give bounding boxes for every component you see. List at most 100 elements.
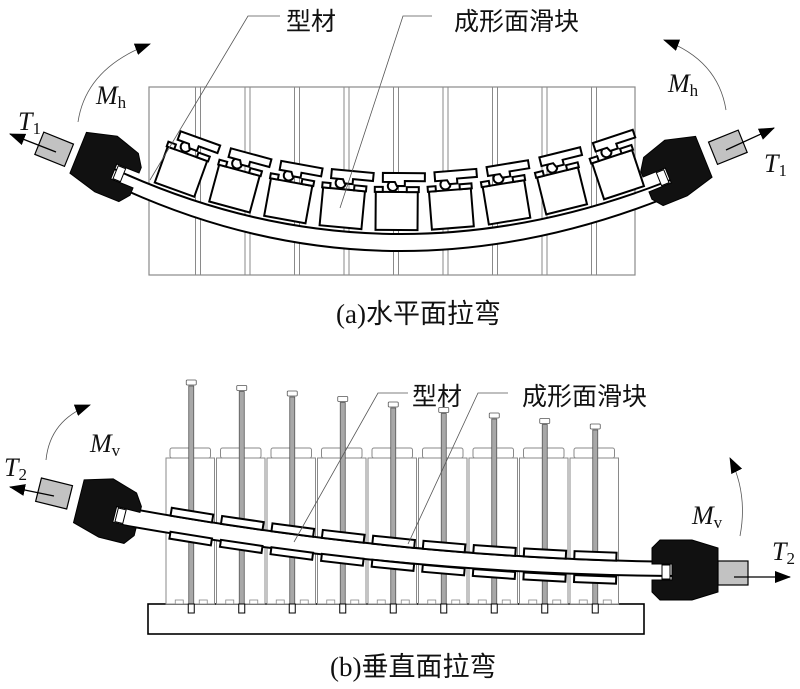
panel-b-left-tension-arrow bbox=[9, 484, 55, 497]
slider-block bbox=[373, 171, 426, 232]
slider-rail-right bbox=[300, 177, 316, 188]
slider-rail-left bbox=[268, 172, 280, 181]
slider-block bbox=[153, 129, 222, 199]
rod-nut bbox=[236, 385, 248, 391]
panel-a-left-moment-arrow bbox=[77, 43, 151, 123]
slider-pad-upper bbox=[522, 547, 568, 560]
pad-upper-body bbox=[320, 528, 366, 544]
bolt-head bbox=[198, 599, 208, 605]
bolt-head bbox=[249, 599, 259, 605]
panel-a-profile-label: 型材 bbox=[286, 7, 336, 36]
slider-pad-upper bbox=[219, 514, 265, 532]
panel-b-left-clamp bbox=[72, 478, 142, 544]
panel-a-sliders bbox=[153, 128, 646, 232]
rod-nut bbox=[387, 401, 399, 408]
pad-lower-body bbox=[370, 558, 416, 572]
rod-nut bbox=[185, 379, 197, 386]
slider-cap bbox=[433, 167, 479, 186]
slider-cap bbox=[485, 159, 531, 179]
slider-block bbox=[479, 159, 532, 226]
panel-a-tension-right-label: T1 bbox=[764, 149, 787, 180]
slider-cap bbox=[381, 171, 426, 188]
slider-cap bbox=[227, 147, 273, 169]
rod-foot bbox=[440, 603, 448, 614]
slider-rail-left bbox=[533, 169, 546, 179]
bolt-head bbox=[528, 599, 538, 605]
slider-pad-upper bbox=[573, 550, 618, 562]
slider-cap bbox=[176, 129, 222, 155]
bolt-head bbox=[376, 599, 386, 605]
pressure-rod bbox=[188, 385, 195, 605]
panel-b-moment-left-label: Mv bbox=[89, 429, 121, 460]
bolt-head bbox=[299, 599, 309, 605]
pad-upper-body bbox=[169, 506, 215, 524]
slider-pad-upper bbox=[371, 534, 417, 550]
panel-b-right-moment-arrow bbox=[729, 457, 743, 537]
panel-b: Mv Mv T2 T2 型材 成形面滑块 (b)垂直面拉弯 bbox=[4, 379, 795, 682]
slider-cap bbox=[591, 128, 637, 153]
rod-nut bbox=[488, 412, 500, 419]
pressure-rod bbox=[440, 413, 447, 605]
pressure-rod bbox=[289, 396, 296, 605]
panel-b-moment-right-label: Mv bbox=[691, 501, 723, 532]
panel-b-left-grip bbox=[34, 477, 74, 510]
rod-foot bbox=[591, 603, 599, 614]
bolt-head bbox=[427, 599, 437, 605]
panel-a: Mh Mh T1 T1 型材 成形面滑块 (a)水平面拉弯 bbox=[9, 7, 787, 329]
bolt-head bbox=[326, 599, 336, 605]
slider-cap bbox=[538, 146, 584, 168]
panel-b-columns bbox=[165, 379, 619, 614]
panel-a-left-grip bbox=[34, 131, 75, 168]
panel-a-caption: (a)水平面拉弯 bbox=[336, 299, 501, 329]
rod-foot bbox=[288, 603, 296, 614]
rod-foot bbox=[389, 603, 397, 614]
panel-a-right-grip bbox=[707, 129, 748, 166]
panel-b-right-clamp bbox=[651, 539, 719, 601]
slider-rail-left bbox=[373, 185, 384, 193]
panel-a-right-tension-arrow bbox=[725, 127, 775, 151]
slider-body bbox=[427, 187, 475, 231]
pad-lower-body bbox=[269, 546, 315, 561]
pressure-rod bbox=[390, 407, 397, 605]
panel-a-moment-left-label: Mh bbox=[95, 81, 127, 112]
rod-foot bbox=[238, 603, 246, 614]
panel-b-right-grip bbox=[717, 560, 749, 586]
slider-rail-right bbox=[564, 161, 581, 172]
panel-a-left-tension-arrow bbox=[9, 133, 57, 153]
pad-lower-body bbox=[319, 552, 365, 567]
rod-foot bbox=[187, 603, 195, 614]
panel-a-right-moment-arrow bbox=[663, 39, 727, 111]
pad-lower-body bbox=[218, 538, 264, 555]
panel-a-profile-leader bbox=[149, 15, 280, 181]
panel-b-profile-label: 型材 bbox=[412, 382, 462, 411]
slider-pad-upper bbox=[472, 543, 517, 557]
rod-nut bbox=[438, 407, 450, 413]
rod-nut bbox=[337, 396, 349, 402]
slider-body bbox=[153, 145, 209, 199]
rod-foot bbox=[541, 603, 549, 614]
pad-upper-body bbox=[522, 547, 568, 560]
bolt-head bbox=[400, 599, 410, 605]
pad-lower-body bbox=[168, 530, 214, 547]
panel-b-profile-leader bbox=[293, 392, 408, 543]
panel-b-left-moment-arrow bbox=[45, 404, 91, 461]
panel-a-tension-left-label: T1 bbox=[18, 107, 41, 138]
slider-block bbox=[588, 128, 646, 201]
panel-a-slider-leader bbox=[339, 15, 432, 209]
rod-foot bbox=[490, 603, 498, 614]
bolt-head bbox=[602, 599, 612, 605]
slider-body bbox=[263, 177, 314, 225]
panel-b-tension-right-label: T2 bbox=[772, 537, 795, 568]
bolt-head bbox=[578, 599, 588, 605]
slider-pad-lower bbox=[471, 567, 517, 580]
slider-body bbox=[481, 179, 532, 226]
panel-b-caption: (b)垂直面拉弯 bbox=[330, 652, 496, 682]
slider-pad-lower bbox=[572, 574, 618, 585]
slider-block bbox=[263, 159, 324, 225]
bolt-head bbox=[552, 599, 562, 605]
pad-upper-body bbox=[371, 534, 417, 550]
slider-pad-upper bbox=[270, 522, 316, 538]
pad-upper-body bbox=[270, 522, 316, 538]
pad-lower-body bbox=[572, 574, 618, 585]
